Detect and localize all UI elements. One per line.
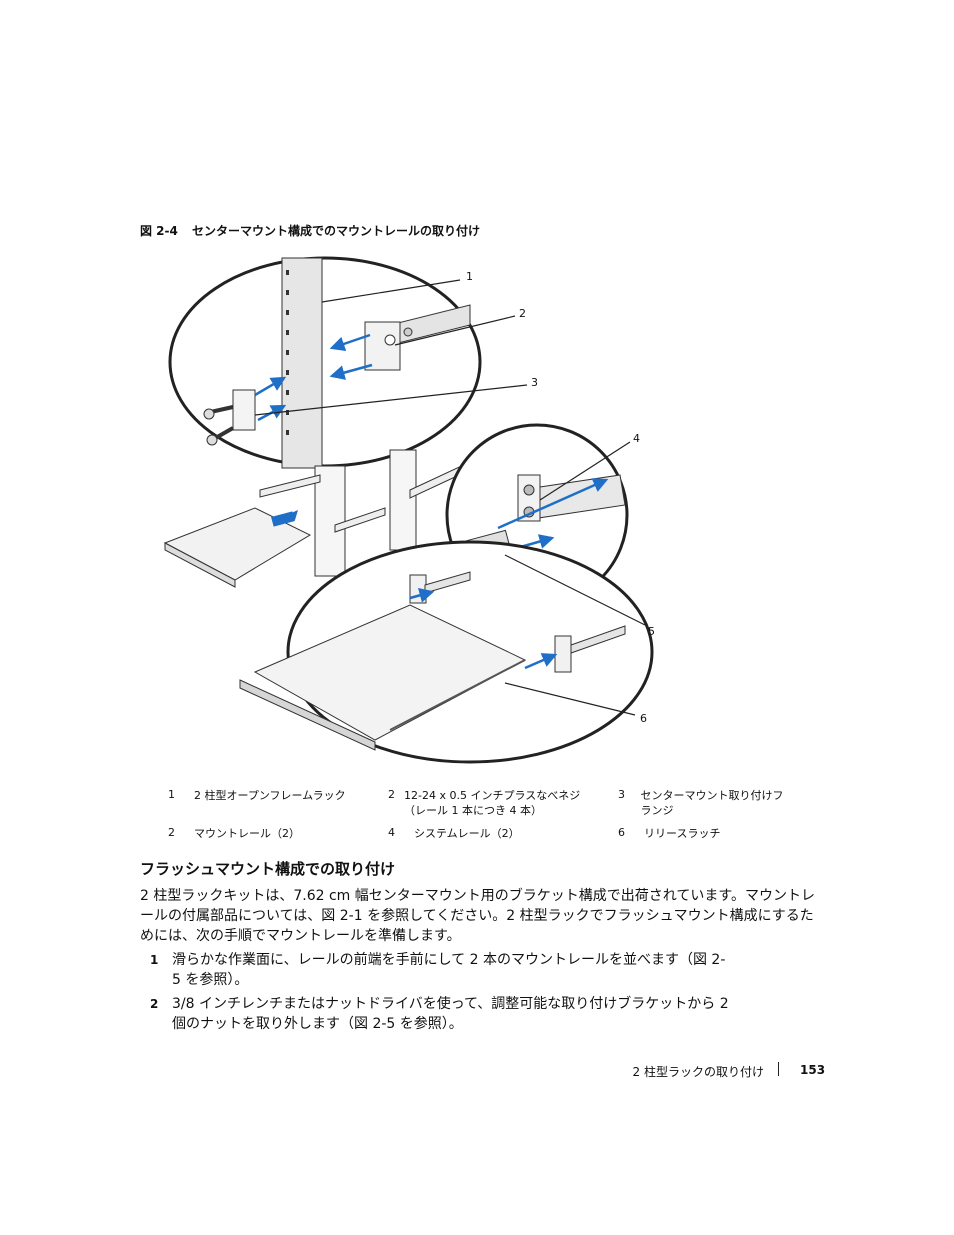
- rack-rail-illustration: 1 2 3 4 5 6: [163, 256, 655, 764]
- legend-text: マウントレール（2）: [194, 827, 300, 840]
- legend-num: 4: [388, 826, 395, 839]
- legend-num: 6: [618, 826, 625, 839]
- legend-num: 2: [388, 788, 395, 801]
- legend-num: 1: [168, 788, 175, 801]
- section-heading: フラッシュマウント構成での取り付け: [140, 860, 396, 878]
- legend-item: 1 2 柱型オープンフレームラック: [168, 788, 378, 803]
- figure-number: 図 2-4: [140, 224, 178, 238]
- legend-item: 4 システムレール（2）: [388, 826, 598, 841]
- legend-text: 12-24 x 0.5 インチプラスなべネジ（レール 1 本につき 4 本）: [404, 789, 581, 817]
- figure-caption: 図 2-4 センターマウント構成でのマウントレールの取り付け: [140, 222, 480, 239]
- legend-num: 2: [168, 826, 175, 839]
- callout-5: 5: [648, 625, 655, 638]
- step-number: 2: [150, 997, 159, 1011]
- legend-text: センターマウント取り付けフランジ: [640, 789, 784, 817]
- footer-section-title: 2 柱型ラックの取り付け: [632, 1065, 764, 1079]
- legend-num: 3: [618, 788, 625, 801]
- legend-text: リリースラッチ: [644, 827, 721, 840]
- legend-item: 3 センターマウント取り付けフランジ: [618, 788, 793, 818]
- rack-post: [281, 257, 323, 469]
- mounting-flange: [364, 321, 401, 371]
- step-text: 滑らかな作業面に、レールの前端を手前にして 2 本のマウントレールを並べます（図…: [172, 952, 726, 988]
- legend-text: システムレール（2）: [414, 827, 520, 840]
- callout-3: 3: [531, 376, 538, 389]
- footer-divider: [778, 1062, 779, 1076]
- figure-title: センターマウント構成でのマウントレールの取り付け: [192, 224, 481, 238]
- callout-1: 1: [466, 270, 473, 283]
- upper-detail-circle: [168, 256, 482, 468]
- step-item: 1 滑らかな作業面に、レールの前端を手前にして 2 本のマウントレールを並べます…: [150, 950, 730, 990]
- callout-2: 2: [519, 307, 526, 320]
- step-text: 3/8 インチレンチまたはナットドライバを使って、調整可能な取り付けブラケットか…: [172, 996, 729, 1032]
- legend-item: 2 マウントレール（2）: [168, 826, 378, 841]
- legend-text: 2 柱型オープンフレームラック: [194, 789, 346, 802]
- step-item: 2 3/8 インチレンチまたはナットドライバを使って、調整可能な取り付けブラケッ…: [150, 994, 730, 1034]
- legend-item: 6 リリースラッチ: [618, 826, 793, 841]
- page-number: 153: [800, 1063, 826, 1077]
- callout-6: 6: [640, 712, 647, 725]
- body-paragraph: 2 柱型ラックキットは、7.62 cm 幅センターマウント用のブラケット構成で出…: [140, 888, 815, 944]
- legend-item: 2 12-24 x 0.5 インチプラスなべネジ（レール 1 本につき 4 本）: [388, 788, 598, 818]
- step-number: 1: [150, 953, 159, 967]
- callout-4: 4: [633, 432, 640, 445]
